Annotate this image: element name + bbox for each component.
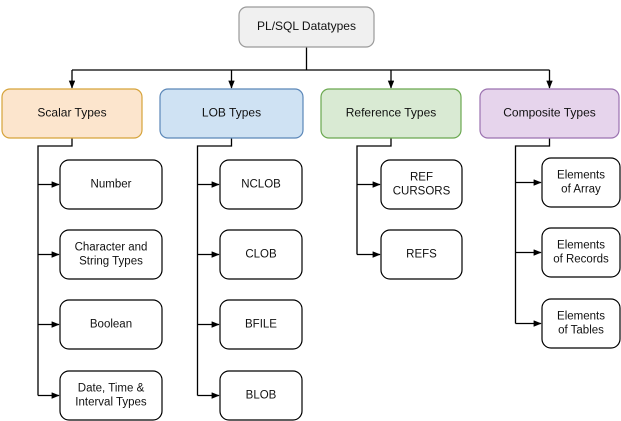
- leaf-node-boolean-label: Boolean: [90, 319, 132, 331]
- root-node-pl-sql-datatypes-label: PL/SQL Datatypes: [257, 19, 356, 33]
- leaf-node-elements-of-array-shape: [541, 157, 621, 208]
- leaf-node-nclob[interactable]: NCLOB: [219, 159, 303, 210]
- leaf-node-elements-of-records-label: Elements: [557, 240, 605, 252]
- leaf-node-nclob-shape: [219, 159, 303, 210]
- leaf-node-refs-shape: [380, 229, 463, 280]
- leaf-node-date-time-interval-types-label: Date, Time &: [78, 383, 145, 395]
- leaf-node-ref-cursors[interactable]: REF CURSORS: [380, 159, 463, 210]
- leaf-node-elements-of-tables-label: Elements: [557, 311, 605, 323]
- root-node-pl-sql-datatypes[interactable]: PL/SQL Datatypes: [238, 6, 375, 48]
- leaf-node-elements-of-records-label: of Records: [553, 254, 609, 266]
- leaf-node-date-time-interval-types-label: Interval Types: [75, 397, 147, 409]
- leaf-node-refs-label: REFS: [406, 249, 437, 261]
- leaf-node-refs[interactable]: REFS: [380, 229, 463, 280]
- leaf-node-blob[interactable]: BLOB: [219, 370, 303, 421]
- category-node-reference-types-label: Reference Types: [346, 106, 437, 120]
- leaf-node-character-and-string-types-shape: [59, 229, 163, 280]
- leaf-node-number[interactable]: Number: [59, 159, 163, 210]
- leaf-node-date-time-interval-types[interactable]: Date, Time & Interval Types: [59, 370, 163, 421]
- leaf-node-elements-of-array-label: Elements: [557, 170, 605, 182]
- leaf-node-bfile-shape: [219, 299, 303, 350]
- category-node-reference-types-shape: [320, 88, 462, 139]
- leaf-node-elements-of-records-shape: [541, 227, 621, 278]
- leaf-node-elements-of-tables[interactable]: Elements of Tables: [541, 298, 621, 349]
- leaf-node-number-label: Number: [91, 179, 132, 191]
- category-node-composite-types-shape: [479, 88, 620, 139]
- spine-scalar-types: [37, 138, 73, 396]
- leaf-node-ref-cursors-shape: [380, 159, 463, 210]
- category-node-lob-types[interactable]: LOB Types: [159, 88, 304, 139]
- connector-lines: [37, 47, 553, 399]
- leaf-node-character-and-string-types-label: String Types: [79, 256, 143, 268]
- spine-lob-types: [196, 138, 233, 396]
- category-node-composite-types[interactable]: Composite Types: [479, 88, 620, 139]
- leaf-node-elements-of-array-label: of Array: [561, 184, 601, 196]
- leaf-node-elements-of-tables-label: of Tables: [558, 325, 604, 337]
- leaf-node-blob-shape: [219, 370, 303, 421]
- leaf-node-character-and-string-types-label: Character and: [75, 242, 148, 254]
- category-node-composite-types-label: Composite Types: [503, 106, 596, 120]
- root-node-pl-sql-datatypes-shape: [238, 6, 375, 48]
- leaf-node-clob-shape: [219, 229, 303, 280]
- spine-reference-types: [356, 138, 392, 255]
- category-node-lob-types-shape: [159, 88, 304, 139]
- category-node-scalar-types-label: Scalar Types: [37, 106, 106, 120]
- leaf-node-date-time-interval-types-shape: [59, 370, 163, 421]
- leaf-node-elements-of-records[interactable]: Elements of Records: [541, 227, 621, 278]
- leaf-node-elements-of-tables-shape: [541, 298, 621, 349]
- leaf-node-number-shape: [59, 159, 163, 210]
- leaf-node-nclob-label: NCLOB: [241, 179, 281, 191]
- category-node-scalar-types-shape: [1, 88, 143, 139]
- leaf-node-ref-cursors-label: REF: [410, 172, 433, 184]
- leaf-node-clob[interactable]: CLOB: [219, 229, 303, 280]
- category-node-lob-types-label: LOB Types: [202, 106, 261, 120]
- spine-composite-types: [514, 138, 551, 324]
- category-node-scalar-types[interactable]: Scalar Types: [1, 88, 143, 139]
- leaf-node-bfile[interactable]: BFILE: [219, 299, 303, 350]
- leaf-node-elements-of-array[interactable]: Elements of Array: [541, 157, 621, 208]
- leaf-node-boolean-shape: [59, 299, 163, 350]
- leaf-node-ref-cursors-label: CURSORS: [393, 186, 451, 198]
- leaf-node-clob-label: CLOB: [245, 249, 277, 261]
- leaf-node-bfile-label: BFILE: [245, 319, 277, 331]
- leaf-node-blob-label: BLOB: [246, 390, 277, 402]
- leaf-node-boolean[interactable]: Boolean: [59, 299, 163, 350]
- category-node-reference-types[interactable]: Reference Types: [320, 88, 462, 139]
